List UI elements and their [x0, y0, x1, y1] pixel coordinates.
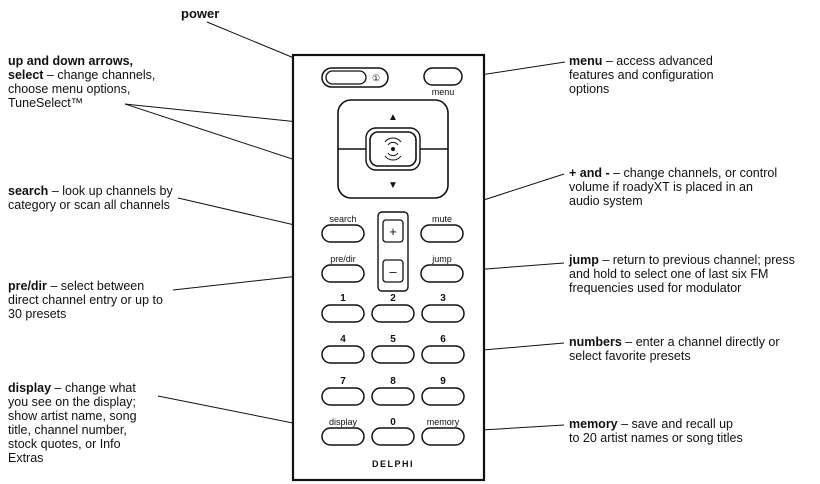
arrows-callout-desc-1: – change channels,	[43, 68, 156, 82]
num-3-label: 3	[440, 293, 446, 304]
menu-callout-title: menu	[569, 54, 603, 68]
memory-callout-desc-1: – save and recall	[617, 417, 716, 431]
memory-button-label: memory	[427, 417, 460, 427]
display-callout-desc-1: – change what	[51, 381, 136, 395]
num-1-button[interactable]	[321, 304, 365, 323]
jump-callout: jump – return to previous channel; press…	[569, 253, 814, 295]
menu-callout: menu – access advanced features and conf…	[569, 54, 744, 96]
predir-callout-desc-rest: direct channel entry or up to 30 presets	[8, 293, 163, 321]
numbers-callout-desc-1: – enter a channel	[621, 335, 722, 349]
predir-callout-desc-1: – select between	[46, 279, 145, 293]
num-7-label: 7	[340, 376, 346, 387]
num-5-label: 5	[390, 334, 396, 345]
jump-button[interactable]	[420, 264, 464, 283]
numbers-callout: numbers – enter a channel directly or se…	[569, 335, 814, 363]
num-2-button[interactable]	[371, 304, 415, 323]
mute-button-label: mute	[432, 214, 452, 224]
memory-callout: memory – save and recall up to 20 artist…	[569, 417, 744, 445]
down-arrow-icon[interactable]: ▼	[388, 180, 398, 191]
power-button-inner	[325, 70, 367, 85]
arrows-callout-title-1: up and down arrows,	[8, 54, 134, 68]
search-button[interactable]	[321, 224, 365, 243]
memory-button[interactable]	[421, 427, 465, 446]
jump-button-label: jump	[431, 254, 452, 264]
plusminus-callout-desc-1: – change channels, or	[609, 166, 737, 180]
power-callout-title: power	[181, 6, 220, 21]
num-8-button[interactable]	[371, 387, 415, 406]
search-callout-title: search	[8, 184, 49, 198]
num-8-label: 8	[390, 376, 396, 387]
minus-icon: –	[389, 264, 397, 279]
memory-callout-desc-rest: up to 20 artist names or song titles	[569, 417, 743, 445]
plusminus-callout: + and - – change channels, or control vo…	[569, 166, 779, 208]
menu-callout-desc-1: – access advanced	[602, 54, 713, 68]
mute-button[interactable]	[420, 224, 464, 243]
num-4-button[interactable]	[321, 345, 365, 364]
plus-button[interactable]	[382, 219, 404, 243]
search-callout-desc-rest: by category or scan all channels	[8, 184, 173, 212]
num-1-label: 1	[340, 293, 346, 304]
minus-button[interactable]	[382, 259, 404, 283]
menu-callout-desc-rest: features and configuration options	[569, 68, 714, 96]
num-3-button[interactable]	[421, 304, 465, 323]
display-button-label: display	[329, 417, 358, 427]
memory-callout-title: memory	[569, 417, 618, 431]
display-callout: display – change what you see on the dis…	[8, 381, 158, 465]
num-6-button[interactable]	[421, 345, 465, 364]
num-6-label: 6	[440, 334, 446, 345]
jump-callout-desc-1: – return to previous channel;	[598, 253, 761, 267]
predir-button[interactable]	[321, 264, 365, 283]
power-icon: ①	[372, 73, 380, 83]
select-wave-icon	[384, 137, 402, 161]
search-callout: search – look up channels by category or…	[8, 184, 178, 212]
numbers-callout-title: numbers	[569, 335, 622, 349]
numbers-callout-desc-rest: directly or select favorite presets	[569, 335, 780, 363]
dpad: ▲ ▼	[337, 99, 449, 199]
search-button-label: search	[329, 214, 356, 224]
plusminus-callout-desc-rest: control volume if roadyXT is placed in a…	[569, 166, 778, 208]
jump-callout-title: jump	[569, 253, 599, 267]
num-5-button[interactable]	[371, 345, 415, 364]
up-arrow-icon[interactable]: ▲	[388, 112, 398, 123]
delphi-logo: DELPHI	[372, 459, 414, 469]
num-2-label: 2	[390, 293, 396, 304]
display-callout-title: display	[8, 381, 52, 395]
num-9-button[interactable]	[421, 387, 465, 406]
plusminus-callout-title: + and -	[569, 166, 610, 180]
arrows-callout: up and down arrows, select – change chan…	[8, 54, 183, 110]
arrows-callout-title-2: select	[8, 68, 44, 82]
plus-icon: +	[389, 224, 397, 239]
num-7-button[interactable]	[321, 387, 365, 406]
num-0-label: 0	[390, 417, 396, 428]
num-4-label: 4	[340, 334, 346, 345]
predir-button-label: pre/dir	[330, 254, 356, 264]
arrows-callout-desc-rest: choose menu options, TuneSelect™	[8, 82, 131, 110]
num-9-label: 9	[440, 376, 446, 387]
predir-callout-title: pre/dir	[8, 279, 47, 293]
predir-callout: pre/dir – select between direct channel …	[8, 279, 173, 321]
menu-button[interactable]	[423, 67, 463, 86]
jump-callout-desc-rest: press and hold to select one of last six…	[569, 253, 795, 295]
search-callout-desc-1: – look up channels	[48, 184, 157, 198]
menu-button-label: menu	[432, 87, 455, 97]
display-callout-desc-rest: you see on the display; show artist name…	[8, 395, 137, 465]
num-0-button[interactable]	[371, 427, 415, 446]
display-button[interactable]	[321, 427, 365, 446]
